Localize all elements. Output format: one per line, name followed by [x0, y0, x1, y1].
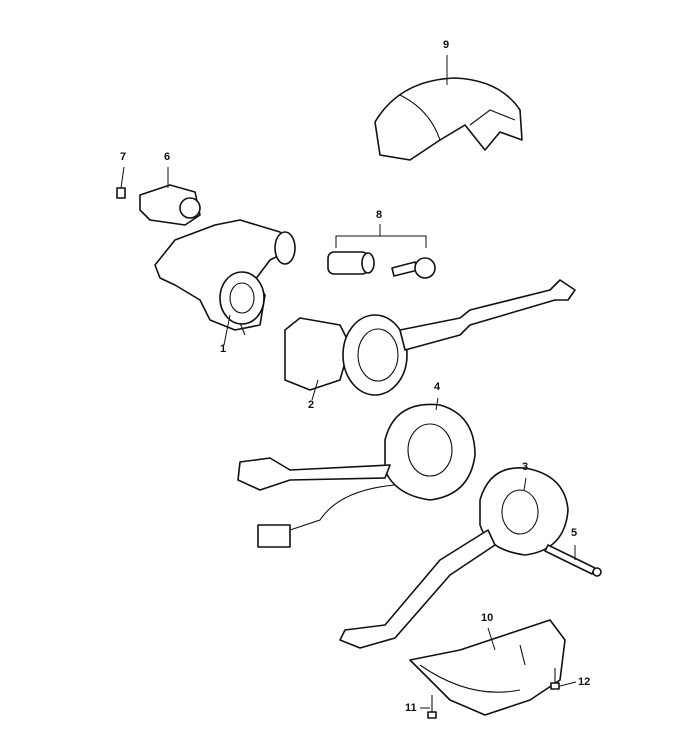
- part-8-key-set: [327, 224, 436, 279]
- part-5-bolt: [544, 544, 602, 577]
- callout-9: 9: [443, 39, 450, 51]
- part-6-lock-cylinder: [139, 184, 201, 226]
- callout-2: 2: [308, 399, 315, 411]
- callout-6: 6: [164, 151, 171, 163]
- callout-11: 11: [405, 702, 417, 714]
- part-7-screw: [116, 187, 126, 199]
- callout-12: 12: [578, 676, 591, 688]
- callout-5: 5: [571, 527, 578, 539]
- part-2-combination-switch: [284, 279, 576, 396]
- part-1-lock-housing: [154, 219, 296, 336]
- callout-7: 7: [120, 151, 127, 163]
- callout-8: 8: [376, 209, 383, 221]
- callout-4: 4: [434, 381, 441, 393]
- part-4-wiper-switch: [237, 403, 476, 548]
- part-10-lower-shroud: [409, 619, 566, 716]
- callout-3: 3: [522, 461, 529, 473]
- part-11-screw: [427, 695, 437, 719]
- callout-1: 1: [220, 343, 227, 355]
- part-9-upper-shroud: [374, 77, 523, 161]
- part-3-turn-signal-switch: [339, 467, 569, 649]
- callout-10: 10: [481, 612, 494, 624]
- part-12-screw: [550, 668, 560, 690]
